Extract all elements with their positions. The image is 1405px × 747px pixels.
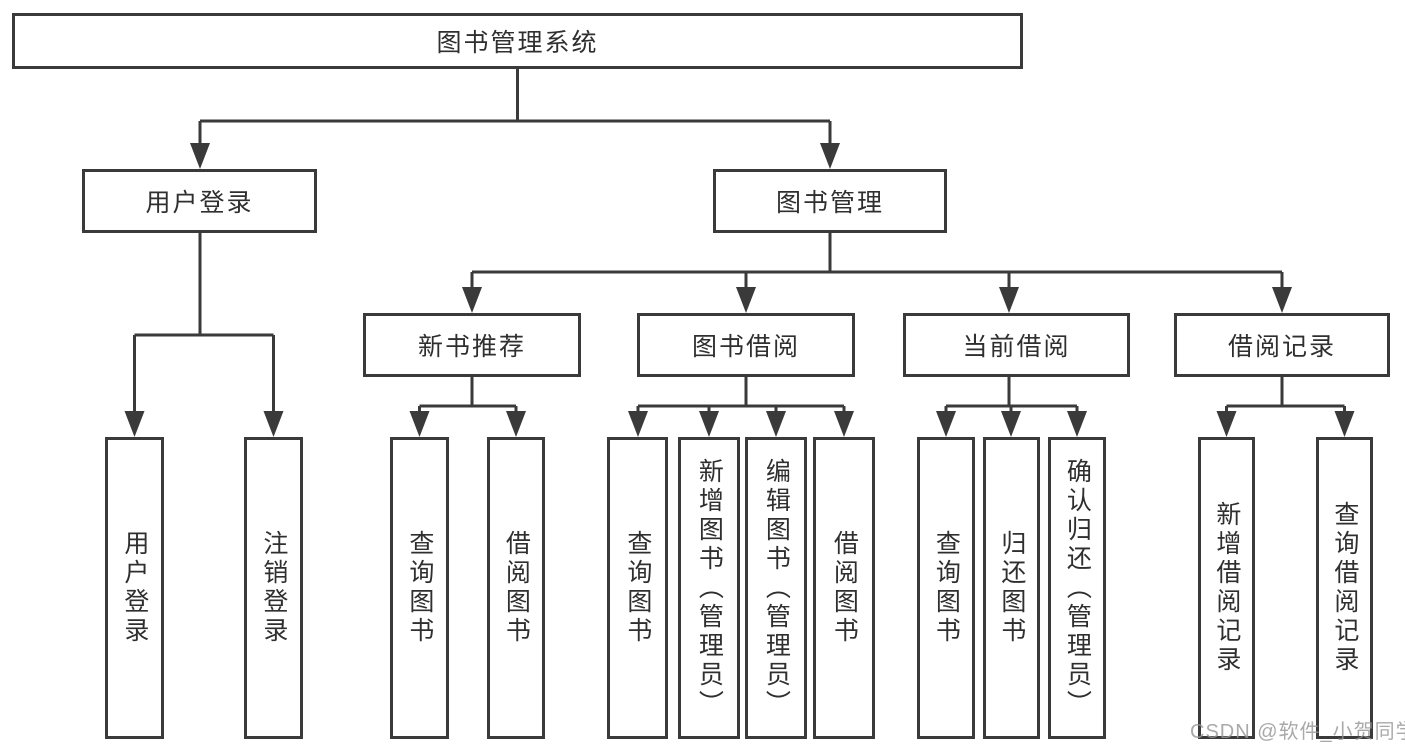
node-leaf-query-books-borrow: 查询图书: [607, 437, 668, 739]
node-leaf-query-books-recommend: 查询图书: [390, 437, 449, 739]
node-leaf-add-borrow-record: 新增借阅记录: [1198, 437, 1255, 739]
connector-book-borrow-children: [628, 377, 854, 437]
node-leaf-borrow-books-recommend-label: 借阅图书: [502, 530, 531, 646]
node-leaf-confirm-return-admin: 确认归还（管理员）: [1048, 437, 1106, 739]
node-leaf-query-borrow-record: 查询借阅记录: [1316, 437, 1373, 739]
node-leaf-edit-book-admin: 编辑图书（管理员）: [745, 437, 807, 739]
node-leaf-logout-label: 注销登录: [259, 530, 288, 646]
node-leaf-borrow-books-label: 借阅图书: [830, 530, 859, 646]
node-leaf-query-books-current: 查询图书: [917, 437, 975, 739]
node-leaf-return-book-label: 归还图书: [997, 530, 1026, 646]
connector-user-login-children: [124, 233, 284, 437]
csdn-watermark: CSDN @软件_小贺同学: [1190, 721, 1405, 743]
node-branch-user-login-label: 用户登录: [145, 189, 254, 217]
node-leaf-user-login-label: 用户登录: [120, 530, 149, 646]
node-leaf-add-book-admin-label: 新增图书（管理员）: [695, 457, 724, 719]
node-root-library-management-system: 图书管理系统: [12, 13, 1023, 69]
connector-book-management-children: [462, 233, 1292, 313]
node-module-borrow-records: 借阅记录: [1174, 313, 1390, 377]
node-branch-user-login: 用户登录: [82, 169, 317, 233]
node-leaf-edit-book-admin-label: 编辑图书（管理员）: [762, 457, 791, 719]
node-module-current-borrow: 当前借阅: [903, 313, 1130, 377]
node-branch-book-management-label: 图书管理: [775, 189, 884, 217]
node-module-new-book-recommend: 新书推荐: [363, 313, 581, 377]
node-leaf-user-login: 用户登录: [105, 437, 164, 739]
node-leaf-borrow-books: 借阅图书: [813, 437, 875, 739]
node-root-label: 图书管理系统: [436, 29, 599, 57]
node-leaf-query-books-current-label: 查询图书: [932, 530, 961, 646]
connector-new-book-recommend-children: [409, 377, 526, 437]
node-module-book-borrow: 图书借阅: [637, 313, 855, 377]
connector-root-to-branches: [190, 69, 840, 169]
node-leaf-logout: 注销登录: [244, 437, 303, 739]
connector-borrow-records-children: [1216, 377, 1355, 437]
node-leaf-query-borrow-record-label: 查询借阅记录: [1330, 501, 1359, 675]
connector-current-borrow-children: [936, 377, 1087, 437]
node-leaf-add-borrow-record-label: 新增借阅记录: [1212, 501, 1241, 675]
node-leaf-add-book-admin: 新增图书（管理员）: [678, 437, 740, 739]
node-leaf-query-books-borrow-label: 查询图书: [623, 530, 652, 646]
node-leaf-borrow-books-recommend: 借阅图书: [487, 437, 545, 739]
node-module-borrow-records-label: 借阅记录: [1227, 333, 1336, 361]
node-module-book-borrow-label: 图书借阅: [691, 333, 800, 361]
node-module-new-book-recommend-label: 新书推荐: [417, 333, 526, 361]
node-leaf-confirm-return-admin-label: 确认归还（管理员）: [1063, 457, 1092, 719]
node-branch-book-management: 图书管理: [713, 169, 947, 233]
node-leaf-query-books-recommend-label: 查询图书: [405, 530, 434, 646]
node-module-current-borrow-label: 当前借阅: [962, 333, 1071, 361]
node-leaf-return-book: 归还图书: [983, 437, 1040, 739]
